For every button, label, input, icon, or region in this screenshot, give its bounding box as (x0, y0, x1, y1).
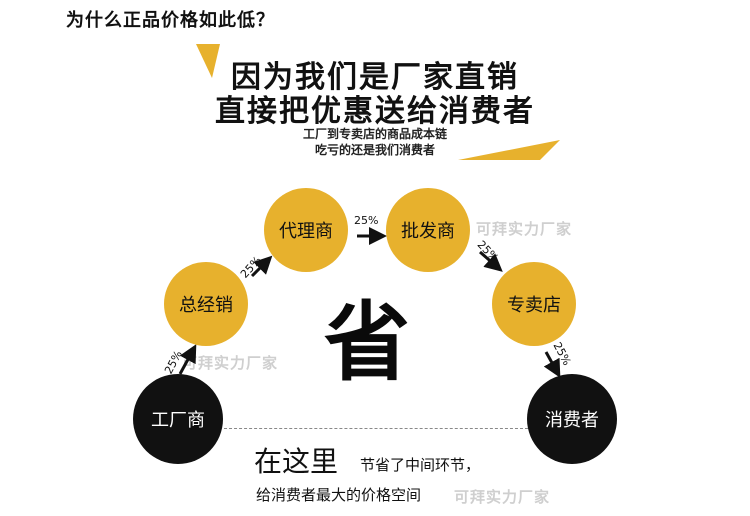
subtitle-line1: 工厂到专卖店的商品成本链 (302, 127, 447, 141)
node-consumer: 消费者 (527, 374, 617, 464)
percent-label-5: 25% (550, 340, 574, 368)
watermark-1: 可拜实力厂家 (476, 220, 573, 238)
percent-label-4: 25% (474, 238, 501, 265)
node-factory-label: 工厂商 (151, 410, 205, 431)
node-agent: 代理商 (264, 188, 348, 272)
headline-line2: 直接把优惠送给消费者 (215, 94, 535, 129)
node-general-label: 总经销 (179, 295, 233, 316)
dashed-divider (224, 428, 528, 429)
percent-label-2: 25% (238, 253, 265, 281)
here-text: 在这里 (254, 445, 339, 478)
node-store-label: 专卖店 (507, 295, 561, 316)
node-factory: 工厂商 (133, 374, 223, 464)
question-title: 为什么正品价格如此低？ (66, 10, 275, 31)
save-character: 省 (324, 293, 410, 393)
note-line1: 节省了中间环节， (360, 456, 481, 474)
headline-line1: 因为我们是厂家直销 (231, 60, 519, 95)
node-consumer-label: 消费者 (545, 410, 599, 431)
node-store: 专卖店 (492, 262, 576, 346)
percent-label-3: 25% (354, 214, 379, 227)
node-wholesale-label: 批发商 (401, 221, 455, 242)
node-agent-label: 代理商 (279, 221, 333, 242)
node-general-distributor: 总经销 (164, 262, 248, 346)
watermark-2: 可拜实力厂家 (182, 354, 279, 372)
note-line2: 给消费者最大的价格空间 (256, 486, 422, 504)
subtitle-line2: 吃亏的还是我们消费者 (314, 143, 435, 157)
node-wholesaler: 批发商 (386, 188, 470, 272)
watermark-3: 可拜实力厂家 (454, 488, 551, 506)
